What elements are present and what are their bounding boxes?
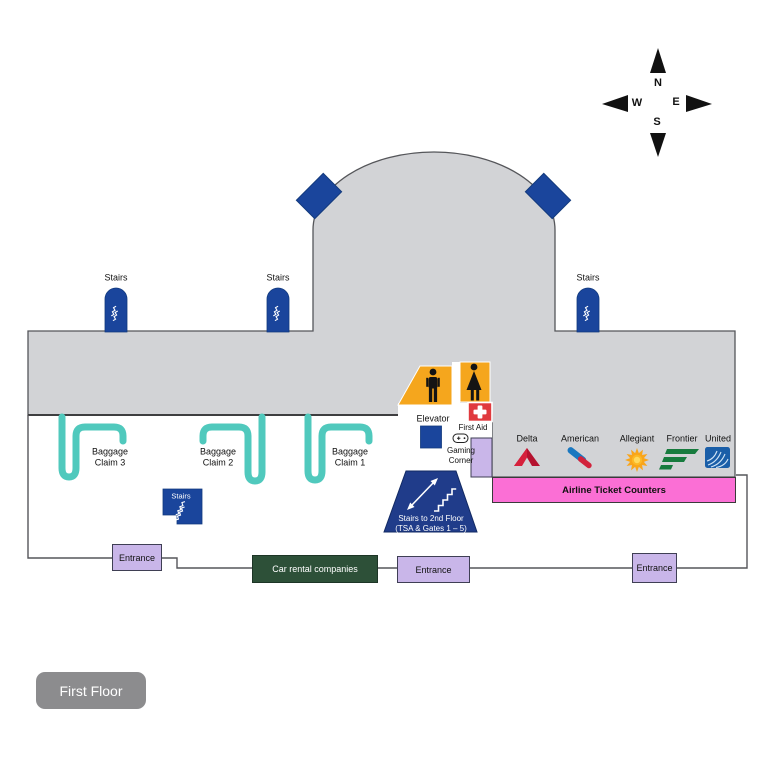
first-aid-label: First Aid <box>458 423 488 432</box>
man-icon <box>426 368 440 402</box>
airline-label-american: American <box>560 433 600 444</box>
entrance-label: Entrance <box>118 552 156 563</box>
elevator-shape <box>420 425 442 449</box>
stairs-stub-1 <box>104 287 128 333</box>
entrance-west: Entrance <box>112 544 162 571</box>
first-floor-badge: First Floor <box>36 672 146 709</box>
stairs-icon <box>111 305 119 322</box>
stairs-icon <box>175 501 186 521</box>
entrance-label: Entrance <box>415 564 452 575</box>
compass-east-label: E <box>672 96 680 108</box>
car-rental-label: Car rental companies <box>272 564 358 574</box>
stairs-icon <box>434 488 457 512</box>
stairs-icon <box>583 305 591 322</box>
delta-logo <box>514 448 540 466</box>
womens-restroom <box>459 361 491 403</box>
mens-restroom <box>397 365 453 406</box>
baggage-claim-3-conveyor <box>58 413 127 481</box>
stairs-label-1: Stairs <box>104 272 128 283</box>
first-aid-cross-icon <box>473 405 487 419</box>
compass-rose-icon <box>602 48 712 157</box>
jet-bridge-diamond-left <box>295 172 343 220</box>
stairs-label-2: Stairs <box>266 272 290 283</box>
double-arrow-icon <box>407 478 438 510</box>
frontier-logo <box>659 449 699 470</box>
entrance-east: Entrance <box>632 553 677 583</box>
airline-label-delta: Delta <box>516 433 538 444</box>
stairs-to-2nd-floor <box>383 470 478 533</box>
gamepad-icon <box>452 433 469 443</box>
stairs-2nd-floor-label: Stairs to 2nd Floor <box>398 514 464 523</box>
elevator-label: Elevator <box>416 413 450 424</box>
baggage-claim-2-label: Baggage <box>199 446 237 457</box>
baggage-claim-3-label2: Claim 3 <box>94 457 126 468</box>
entrance-label: Entrance <box>636 563 673 573</box>
stairs-stub-2 <box>266 287 290 333</box>
airline-label-united: United <box>704 433 732 444</box>
stairs-stub-3 <box>576 287 600 333</box>
compass-south-label: S <box>653 116 661 128</box>
airline-ticket-counters-bar: Airline Ticket Counters <box>492 477 736 503</box>
american-airlines-logo <box>567 447 592 469</box>
allegiant-logo <box>625 448 649 472</box>
car-rental-companies: Car rental companies <box>252 555 378 583</box>
first-aid-station <box>467 401 493 423</box>
baggage-claim-2-conveyor <box>199 413 266 485</box>
baggage-claim-1-conveyor <box>304 413 373 484</box>
airline-label-allegiant: Allegiant <box>619 433 655 444</box>
woman-icon <box>466 363 482 401</box>
restroom-gap <box>452 362 460 407</box>
gaming-corner-label2: Corner <box>448 455 474 465</box>
baggage-claim-2-label2: Claim 2 <box>202 457 234 468</box>
terminal-outline-shape <box>27 151 736 478</box>
united-logo <box>705 447 730 469</box>
gaming-corner-label: Gaming <box>446 446 476 455</box>
compass-north-label: N <box>654 77 662 89</box>
stairs-icon <box>273 305 281 322</box>
entrance-center: Entrance <box>397 556 470 583</box>
baggage-area-stairs <box>162 488 203 525</box>
compass-west-label: W <box>631 97 643 109</box>
small-stairs-label: Stairs <box>171 491 191 501</box>
gaming-corner-shape <box>470 437 493 478</box>
jet-bridge-diamond-right <box>524 172 572 220</box>
stairs-2nd-floor-label2: (TSA & Gates 1 – 5) <box>395 524 467 533</box>
airline-ticket-counters-label: Airline Ticket Counters <box>562 484 666 496</box>
airline-label-frontier: Frontier <box>666 433 698 444</box>
baggage-claim-3-label: Baggage <box>91 446 129 457</box>
stairs-label-3: Stairs <box>576 272 600 283</box>
baggage-claim-1-label2: Claim 1 <box>334 457 366 468</box>
first-floor-label: First Floor <box>59 682 123 699</box>
baggage-claim-1-label: Baggage <box>331 446 369 457</box>
